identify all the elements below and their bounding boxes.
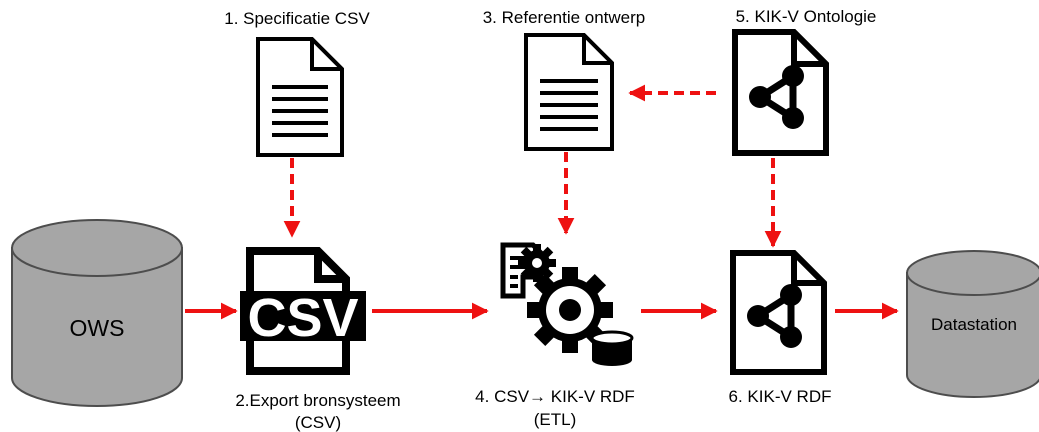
database-top: [11, 219, 183, 277]
ows-database: OWS: [11, 219, 183, 407]
export-label-line1: 2.Export bronsysteem: [235, 391, 400, 410]
database-icon: [906, 272, 1039, 398]
arrows: [185, 84, 899, 320]
csv-file-icon: CSV: [240, 247, 366, 375]
share-file-icon: [732, 29, 829, 156]
database-top: [906, 250, 1039, 296]
share-file-icon: [730, 250, 827, 375]
kikv-rdf-label: 6. KIK-V RDF: [729, 387, 832, 406]
datastation-database: Datastation: [906, 250, 1039, 398]
referentie-ontwerp-node: 3. Referentie ontwerp: [483, 8, 646, 151]
csv-file-text: CSV: [247, 288, 358, 348]
etl-label-line1: 4. CSV→ KIK-V RDF: [475, 387, 635, 406]
document-icon: [256, 37, 344, 157]
specificatie-csv-node: 1. Specificatie CSV: [224, 9, 370, 157]
database-icon: [11, 247, 183, 407]
kikv-rdf-node: 6. KIK-V RDF: [729, 250, 832, 406]
ontologie-node: 5. KIK-V Ontologie: [732, 7, 877, 156]
datastation-label: Datastation: [931, 315, 1017, 334]
specificatie-csv-label: 1. Specificatie CSV: [224, 9, 370, 28]
etl-gears-icon: [500, 242, 634, 366]
export-csv-node: CSV 2.Export bronsysteem (CSV): [235, 247, 401, 432]
export-label-line2: (CSV): [295, 413, 341, 432]
etl-node: 4. CSV→ KIK-V RDF (ETL): [475, 242, 635, 429]
document-icon: [524, 33, 614, 151]
ows-label: OWS: [70, 315, 125, 341]
etl-label-line2: (ETL): [534, 410, 577, 429]
ontologie-label: 5. KIK-V Ontologie: [736, 7, 877, 26]
referentie-ontwerp-label: 3. Referentie ontwerp: [483, 8, 646, 27]
